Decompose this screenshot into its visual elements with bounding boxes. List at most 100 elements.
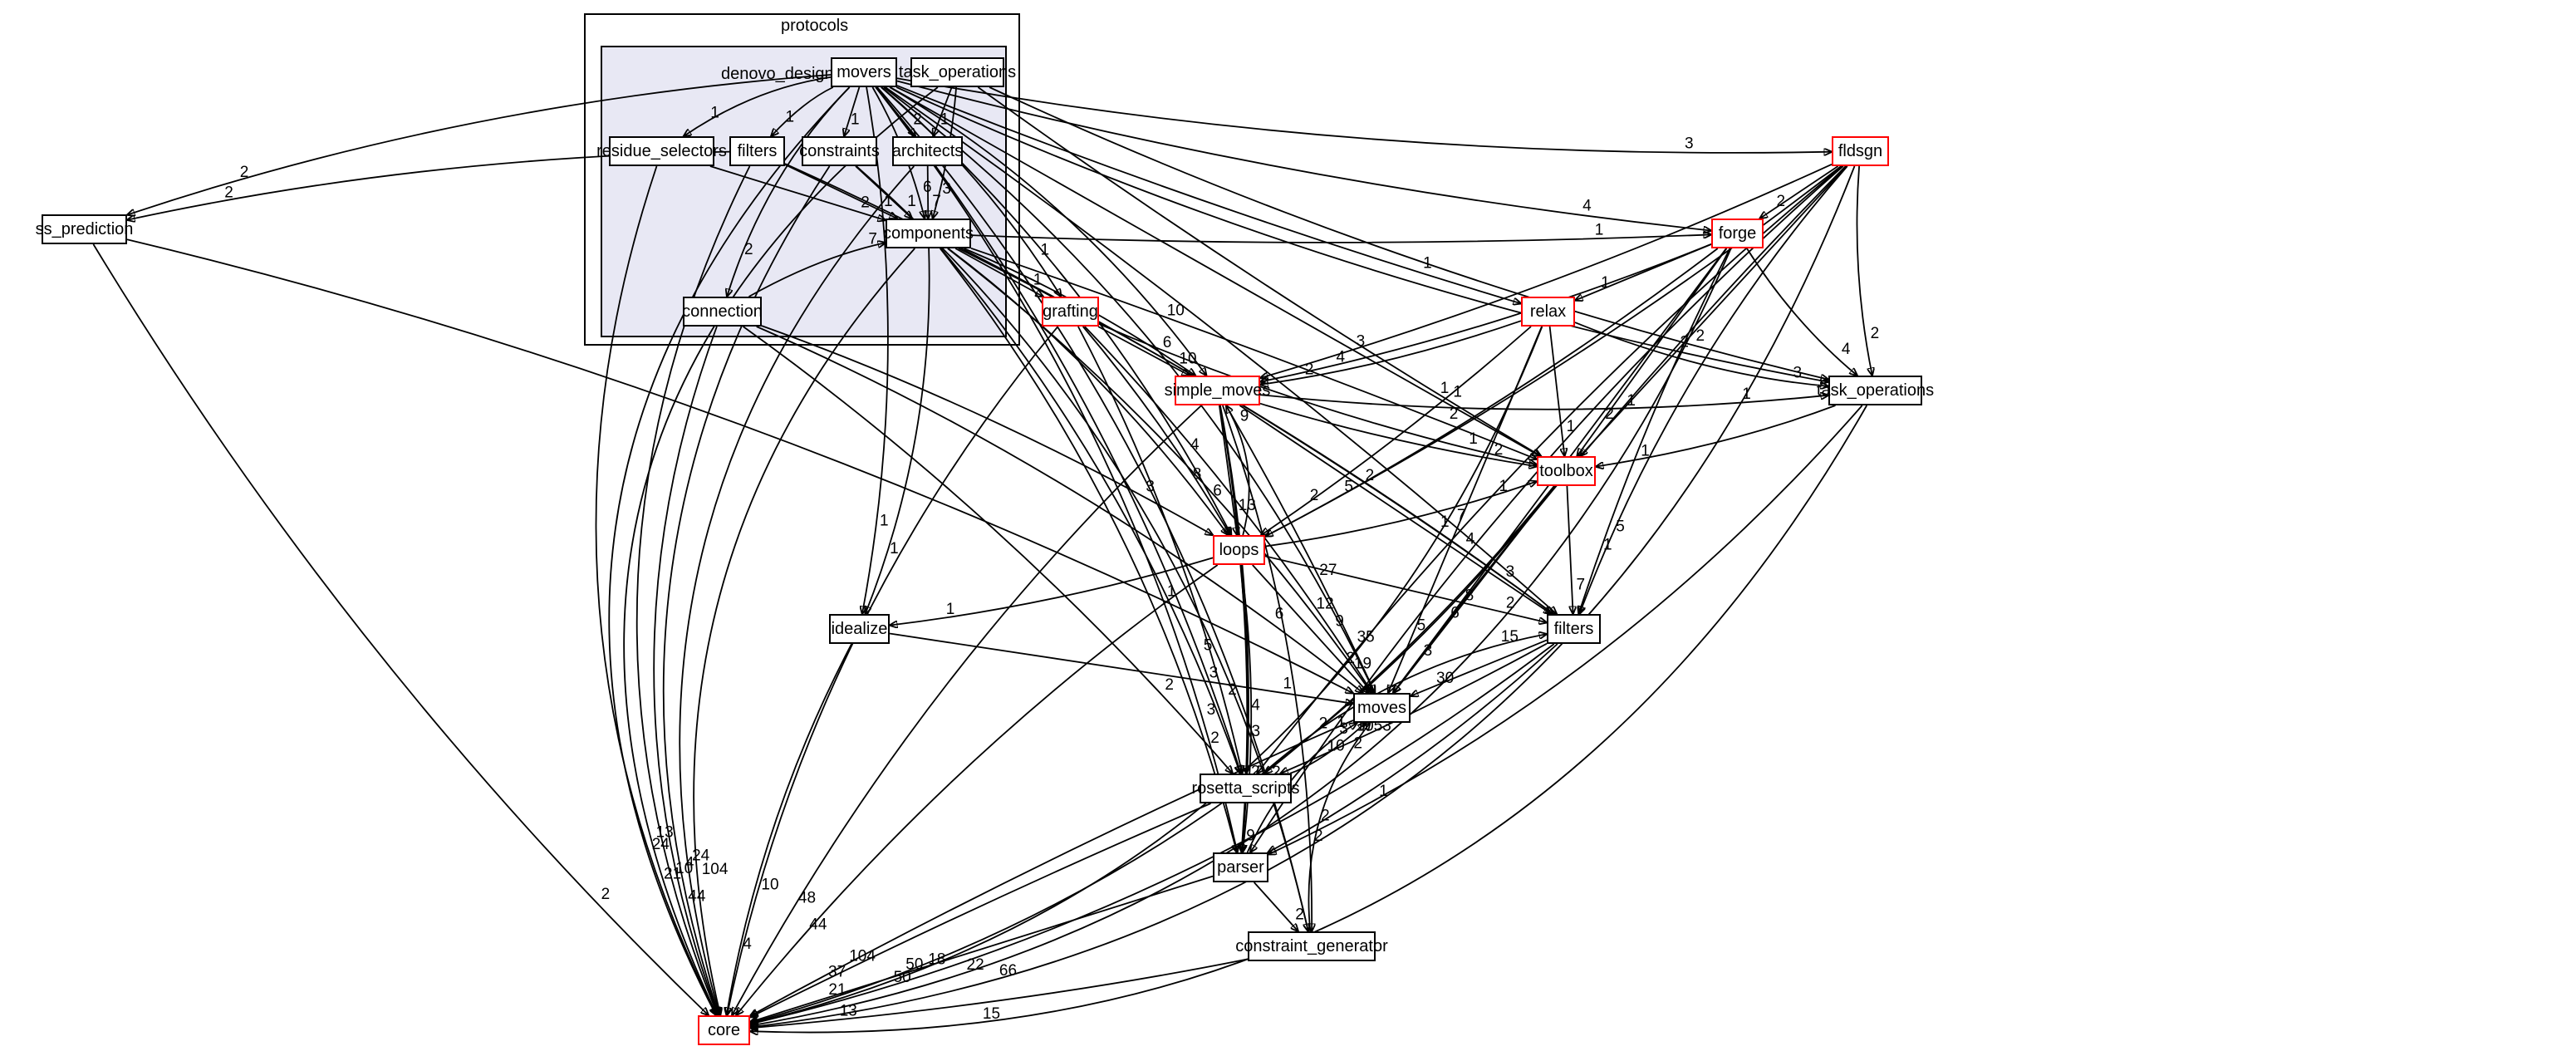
edge-movers-residue_selectors [684,76,832,136]
edge-loops-toolbox [1264,481,1537,548]
node-loops[interactable]: loops [1213,535,1265,565]
edge-movers-toolbox [890,86,1540,456]
edge-count-label: 3 [1793,364,1803,381]
node-rosetta_scripts[interactable]: rosetta_scripts [1191,774,1300,803]
edge-count-label: 15 [983,1005,1000,1023]
edge-connection-components [748,243,886,297]
edge-forge-simple_moves [1260,243,1712,382]
edge-count-label: 1 [710,105,719,122]
edge-filters_outer-rosetta_scripts [1280,642,1548,774]
edge-rosetta_scripts-core [750,803,1211,1017]
edge-count-label: 1 [1742,386,1751,403]
edge-count-label: 2 [1777,193,1786,210]
edge-count-label: 9 [1335,613,1344,631]
edge-count-label: 1 [851,111,860,129]
edge-count-label: 1 [1337,714,1346,731]
edge-count-label: 4 [685,854,694,872]
edge-count-label: 3 [1339,720,1348,738]
edge-count-label: 13 [1239,497,1256,514]
node-moves[interactable]: moves [1353,693,1411,723]
edge-forge-filters_outer [1578,248,1731,614]
edge-count-label: 22 [967,956,984,974]
edge-count-label: 1 [880,513,889,530]
edge-task_operations_inner-architects [933,86,953,136]
edge-count-label: 4 [1842,341,1851,358]
node-simple_moves[interactable]: simple_moves [1165,376,1270,405]
edge-residue_selectors-core [595,165,716,1015]
edge-count-label: 3 [1506,563,1515,581]
edge-forge-core [750,248,1732,1026]
edge-fldsgn-moves [1393,165,1847,693]
node-constraint_generator[interactable]: constraint_generator [1235,931,1388,961]
edge-count-label: 1 [946,601,955,618]
node-core[interactable]: core [698,1015,750,1045]
edge-count-label: 1 [1601,274,1610,292]
node-filters_outer[interactable]: filters [1547,614,1601,644]
edge-simple_moves-task_operations_outer [1259,395,1828,410]
edge-constraint_generator-core [750,958,1249,1028]
edge-loops-filters_outer [1264,555,1547,622]
edge-count-label: 6 [1163,334,1172,351]
node-constraints[interactable]: constraints [799,136,880,166]
node-architects[interactable]: architects [892,136,963,166]
edge-count-label: 4 [743,936,752,953]
node-forge[interactable]: forge [1711,219,1764,248]
edge-grafting-moves [1084,326,1372,693]
node-grafting[interactable]: grafting [1042,297,1099,327]
node-ss_prediction[interactable]: ss_prediction [36,214,133,244]
node-relax[interactable]: relax [1521,297,1575,327]
edge-fldsgn-parser [1250,165,1844,852]
edge-fldsgn-task_operations_outer [1856,165,1872,376]
edge-grafting-loops [1082,326,1230,535]
edge-connection-loops [761,325,1213,535]
edge-count-label: 3 [1209,665,1219,682]
edge-count-label: 35 [1357,628,1375,646]
edge-movers-filters_inner [771,86,834,136]
edge-count-label: 10 [1179,351,1196,368]
edge-count-label: 1 [890,540,899,557]
edge-movers-parser [875,86,1237,852]
edge-filters_outer-parser [1268,643,1558,852]
edge-simple_moves-toolbox [1259,402,1537,467]
edge-movers-constraints [844,86,861,136]
edge-count-label: 4 [1466,530,1475,548]
edge-components-core [693,248,915,1015]
node-task_operations_outer[interactable]: task_operations [1817,376,1934,405]
edge-simple_moves-constraint_generator [1222,405,1312,931]
node-task_operations_inner[interactable]: task_operations [899,57,1016,87]
edge-count-label: 4 [1251,697,1260,715]
node-toolbox[interactable]: toolbox [1537,456,1596,486]
edge-count-label: 3 [1252,723,1261,740]
node-movers[interactable]: movers [831,57,897,87]
node-connection[interactable]: connection [682,297,763,327]
edge-connection-moves [756,326,1363,693]
edge-count-label: 7 [1577,576,1586,593]
edge-count-label: 2 [1272,764,1281,781]
cluster-denovo-design-label: denovo_design [721,65,834,83]
edge-grafting-toolbox [1098,323,1537,464]
edge-count-label: 2 [1295,906,1304,924]
edge-count-label: 1 [1567,418,1576,435]
node-fldsgn[interactable]: fldsgn [1832,136,1889,166]
edge-movers-rosetta_scripts [875,86,1241,774]
node-components[interactable]: components [883,219,974,248]
node-parser[interactable]: parser [1213,852,1268,882]
edge-task_operations_outer-toolbox [1596,405,1836,467]
node-idealize[interactable]: idealize [829,614,890,644]
node-filters_inner[interactable]: filters [729,136,785,166]
node-residue_selectors[interactable]: residue_selectors [596,136,727,166]
edge-fldsgn-forge [1759,165,1839,219]
edge-count-label: 13 [840,1003,857,1020]
edge-count-label: 2 [1506,595,1515,612]
edge-movers-idealize [862,86,889,614]
edge-forge-toolbox [1577,248,1728,456]
edge-constraint_generator-moves [1308,723,1370,932]
edge-count-label: 3 [942,180,951,198]
edge-simple_moves-loops [1219,405,1237,535]
edge-movers-moves [883,86,1375,693]
edge-fldsgn-simple_moves [1260,163,1833,378]
edge-task_operations_inner-core [623,86,939,1015]
edge-movers-task_operations_outer [895,86,1828,382]
edge-components-rosetta_scripts [940,248,1241,774]
